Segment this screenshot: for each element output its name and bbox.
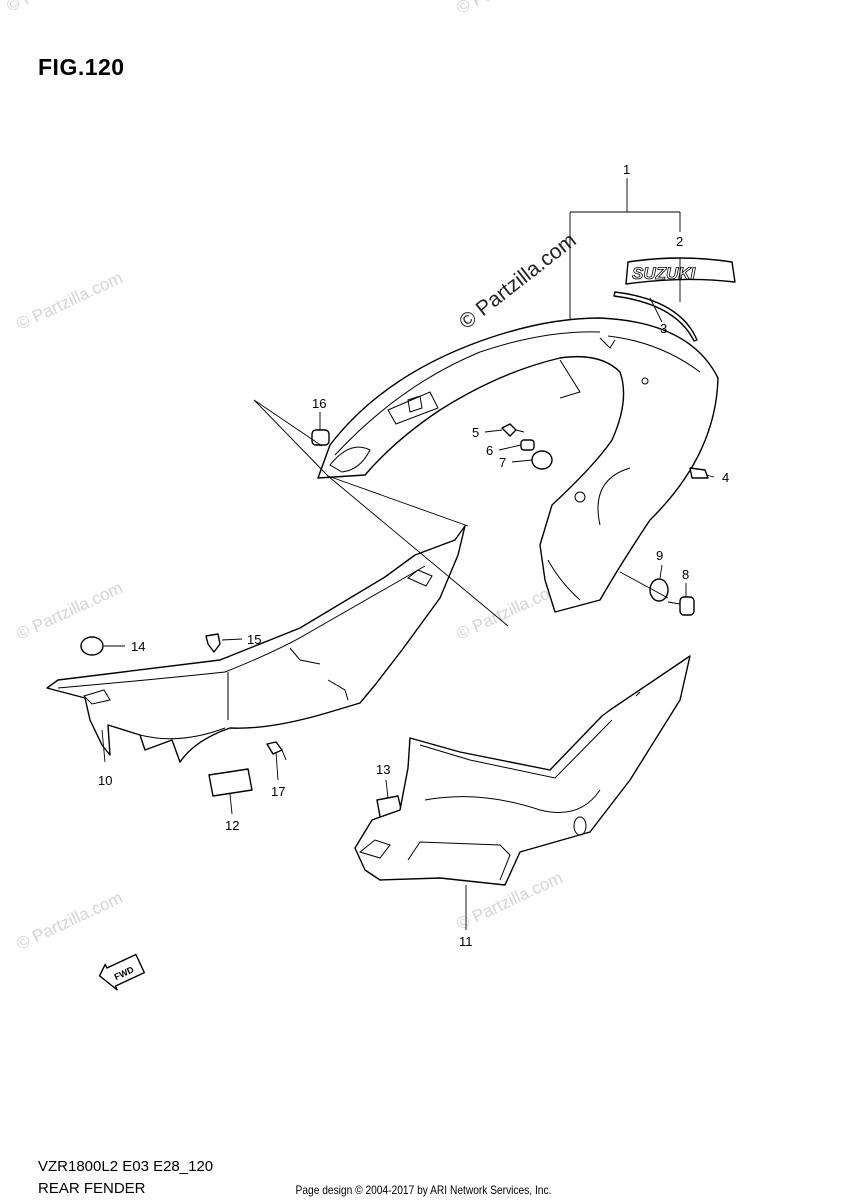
rear-frame-cover [317, 317, 719, 613]
emblem-text: SUZUKI [632, 264, 697, 283]
callout-2: 2 [676, 234, 683, 249]
callout-5: 5 [472, 425, 479, 440]
watermark: © Partzilla.com [454, 0, 566, 18]
callout-12: 12 [225, 818, 239, 833]
callout-15: 15 [247, 632, 261, 647]
callout-4: 4 [722, 470, 729, 485]
watermark: © Partzilla.com [14, 578, 126, 644]
watermark: © Partzilla.com [14, 888, 126, 954]
footer-copyright: Page design © 2004-2017 by ARI Network S… [295, 1183, 552, 1197]
rear-fender [46, 525, 466, 763]
callout-1: 1 [623, 162, 630, 177]
callout-7: 7 [499, 455, 506, 470]
callouts: 1 2 3 4 5 6 7 8 9 10 11 12 13 14 15 16 1… [98, 162, 729, 949]
callout-11: 11 [459, 934, 473, 949]
hardware [80, 423, 709, 823]
callout-3: 3 [660, 321, 667, 336]
leader-lines [101, 258, 715, 930]
watermark-main: © Partzilla.com [455, 229, 581, 334]
callout-10: 10 [98, 773, 112, 788]
model-code: VZR1800L2 E03 E28_120 [38, 1158, 214, 1175]
callout-13: 13 [376, 762, 390, 777]
callout-16: 16 [312, 396, 326, 411]
callout-17: 17 [271, 784, 285, 799]
figure-label: FIG.120 [38, 54, 125, 80]
callout-8: 8 [682, 567, 689, 582]
suzuki-emblem: SUZUKI [625, 257, 736, 285]
fwd-arrow-icon: FWD [98, 953, 146, 991]
watermark: © Partzilla.com [4, 0, 116, 16]
side-cover [354, 655, 691, 886]
callout-6: 6 [486, 443, 493, 458]
figure-name: REAR FENDER [38, 1180, 146, 1197]
callout-group-1 [569, 178, 681, 325]
callout-9: 9 [656, 548, 663, 563]
watermark: © Partzilla.com [14, 268, 126, 334]
callout-14: 14 [131, 639, 145, 654]
